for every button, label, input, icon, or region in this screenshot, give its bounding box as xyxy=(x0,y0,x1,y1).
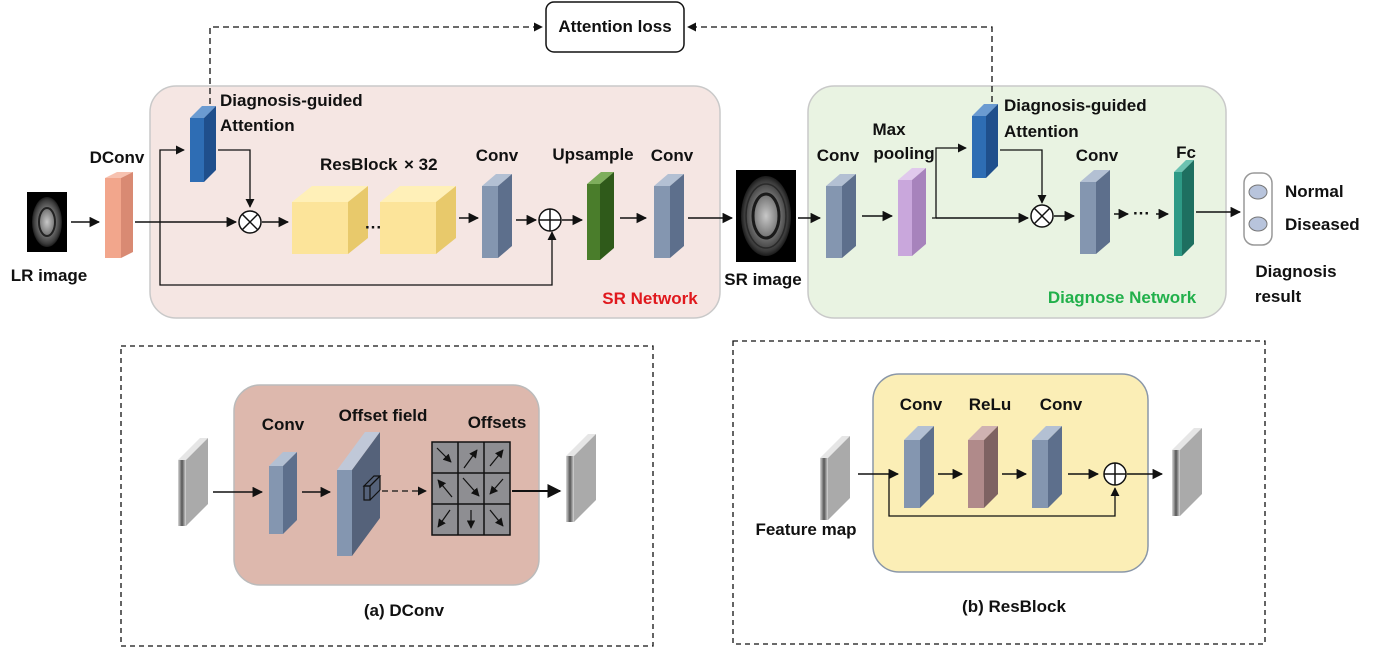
resblock-input-feature-map xyxy=(820,436,850,520)
diagnosis-result-capsule xyxy=(1243,172,1273,246)
resblock-detail-frame xyxy=(732,340,1266,645)
skip-connection xyxy=(159,222,557,286)
normal-label: Normal xyxy=(1285,182,1344,201)
resblock-conv-a xyxy=(904,426,934,508)
diagnosis-result-label-line1: Diagnosis xyxy=(1255,262,1336,281)
arrow-attention-1-to-multiply xyxy=(218,149,255,208)
multiply-operator-2 xyxy=(1030,204,1054,228)
attention-loss-link-right xyxy=(687,22,993,102)
sr-image xyxy=(736,170,796,262)
resblock-ellipsis: ··· xyxy=(365,218,382,237)
offsets-grid xyxy=(431,441,511,536)
conv-4-label: Conv xyxy=(1076,146,1119,165)
max-pooling-block xyxy=(898,168,926,256)
line-to-attention-1 xyxy=(159,145,185,222)
dconv-conv-block xyxy=(269,452,297,534)
resblock-times-label: × 32 xyxy=(404,155,438,174)
conv-2-label: Conv xyxy=(651,146,694,165)
conv-block-4 xyxy=(1080,170,1110,254)
max-pooling-label-line2: pooling xyxy=(873,144,934,163)
attention-loss-link-left xyxy=(209,22,543,104)
fc-block xyxy=(1174,160,1194,256)
upsample-label: Upsample xyxy=(552,145,633,164)
offset-field-label: Offset field xyxy=(339,406,428,425)
conv-1-label: Conv xyxy=(476,146,519,165)
diagnose-ellipsis: ··· xyxy=(1133,204,1150,223)
sr-image-label: SR image xyxy=(724,270,801,289)
dconv-input-feature-map xyxy=(178,438,208,526)
dconv-conv-label: Conv xyxy=(262,415,305,434)
attention-2-label-line2: Attention xyxy=(1004,122,1079,141)
conv-block-1 xyxy=(482,174,512,258)
normal-node xyxy=(1248,184,1268,200)
line-maxpool-to-attention-2 xyxy=(932,143,967,219)
lr-image xyxy=(27,192,67,252)
resblock-conv-b-label: Conv xyxy=(1040,395,1083,414)
conv-3-label: Conv xyxy=(817,146,860,165)
dconv-detail-frame xyxy=(120,345,654,647)
feature-map-label: Feature map xyxy=(755,520,856,539)
max-pooling-label-line1: Max xyxy=(872,120,906,139)
attention-loss-box xyxy=(545,1,685,53)
relu-label: ReLu xyxy=(969,395,1012,414)
attention-2-label-line1: Diagnosis-guided xyxy=(1004,96,1147,115)
conv-block-3 xyxy=(826,174,856,258)
relu-block xyxy=(968,426,998,508)
resblock-conv-a-label: Conv xyxy=(900,395,943,414)
resblock-skip-connection xyxy=(888,474,1120,517)
upsample-block xyxy=(587,172,614,260)
dconv-caption: (a) DConv xyxy=(364,601,445,620)
resblock-caption: (b) ResBlock xyxy=(962,597,1066,616)
resblock-cube-2 xyxy=(380,186,456,254)
resblock-cube-1 xyxy=(292,186,368,254)
attention-loss-label: Attention loss xyxy=(558,17,671,36)
fc-label: Fc xyxy=(1176,143,1196,162)
multiply-operator-1 xyxy=(238,210,262,234)
resblock-label: ResBlock xyxy=(320,155,398,174)
dconv-output-feature-map xyxy=(566,434,596,522)
attention-block-2 xyxy=(972,104,998,178)
lr-image-label: LR image xyxy=(11,266,88,285)
add-operator-1 xyxy=(538,208,562,232)
offsets-label: Offsets xyxy=(468,413,527,432)
conv-block-2 xyxy=(654,174,684,258)
sr-network-label: SR Network xyxy=(602,289,698,308)
resblock-output-feature-map xyxy=(1172,428,1202,516)
resblock-conv-b xyxy=(1032,426,1062,508)
attention-block-1 xyxy=(190,106,216,182)
arrow-attention-2-to-multiply xyxy=(1000,149,1047,204)
resblock-detail-panel xyxy=(872,373,1149,573)
dconv-label: DConv xyxy=(90,148,145,167)
diseased-label: Diseased xyxy=(1285,215,1360,234)
offset-field-block xyxy=(337,432,382,556)
diseased-node xyxy=(1248,216,1268,232)
dconv-block xyxy=(105,172,133,258)
diagnosis-result-label-line2: result xyxy=(1255,287,1302,306)
diagnose-network-panel xyxy=(807,85,1227,319)
attention-1-label-line1: Diagnosis-guided xyxy=(220,91,363,110)
resblock-add-operator xyxy=(1103,462,1127,486)
diagnose-network-label: Diagnose Network xyxy=(1048,288,1197,307)
attention-1-label-line2: Attention xyxy=(220,116,295,135)
